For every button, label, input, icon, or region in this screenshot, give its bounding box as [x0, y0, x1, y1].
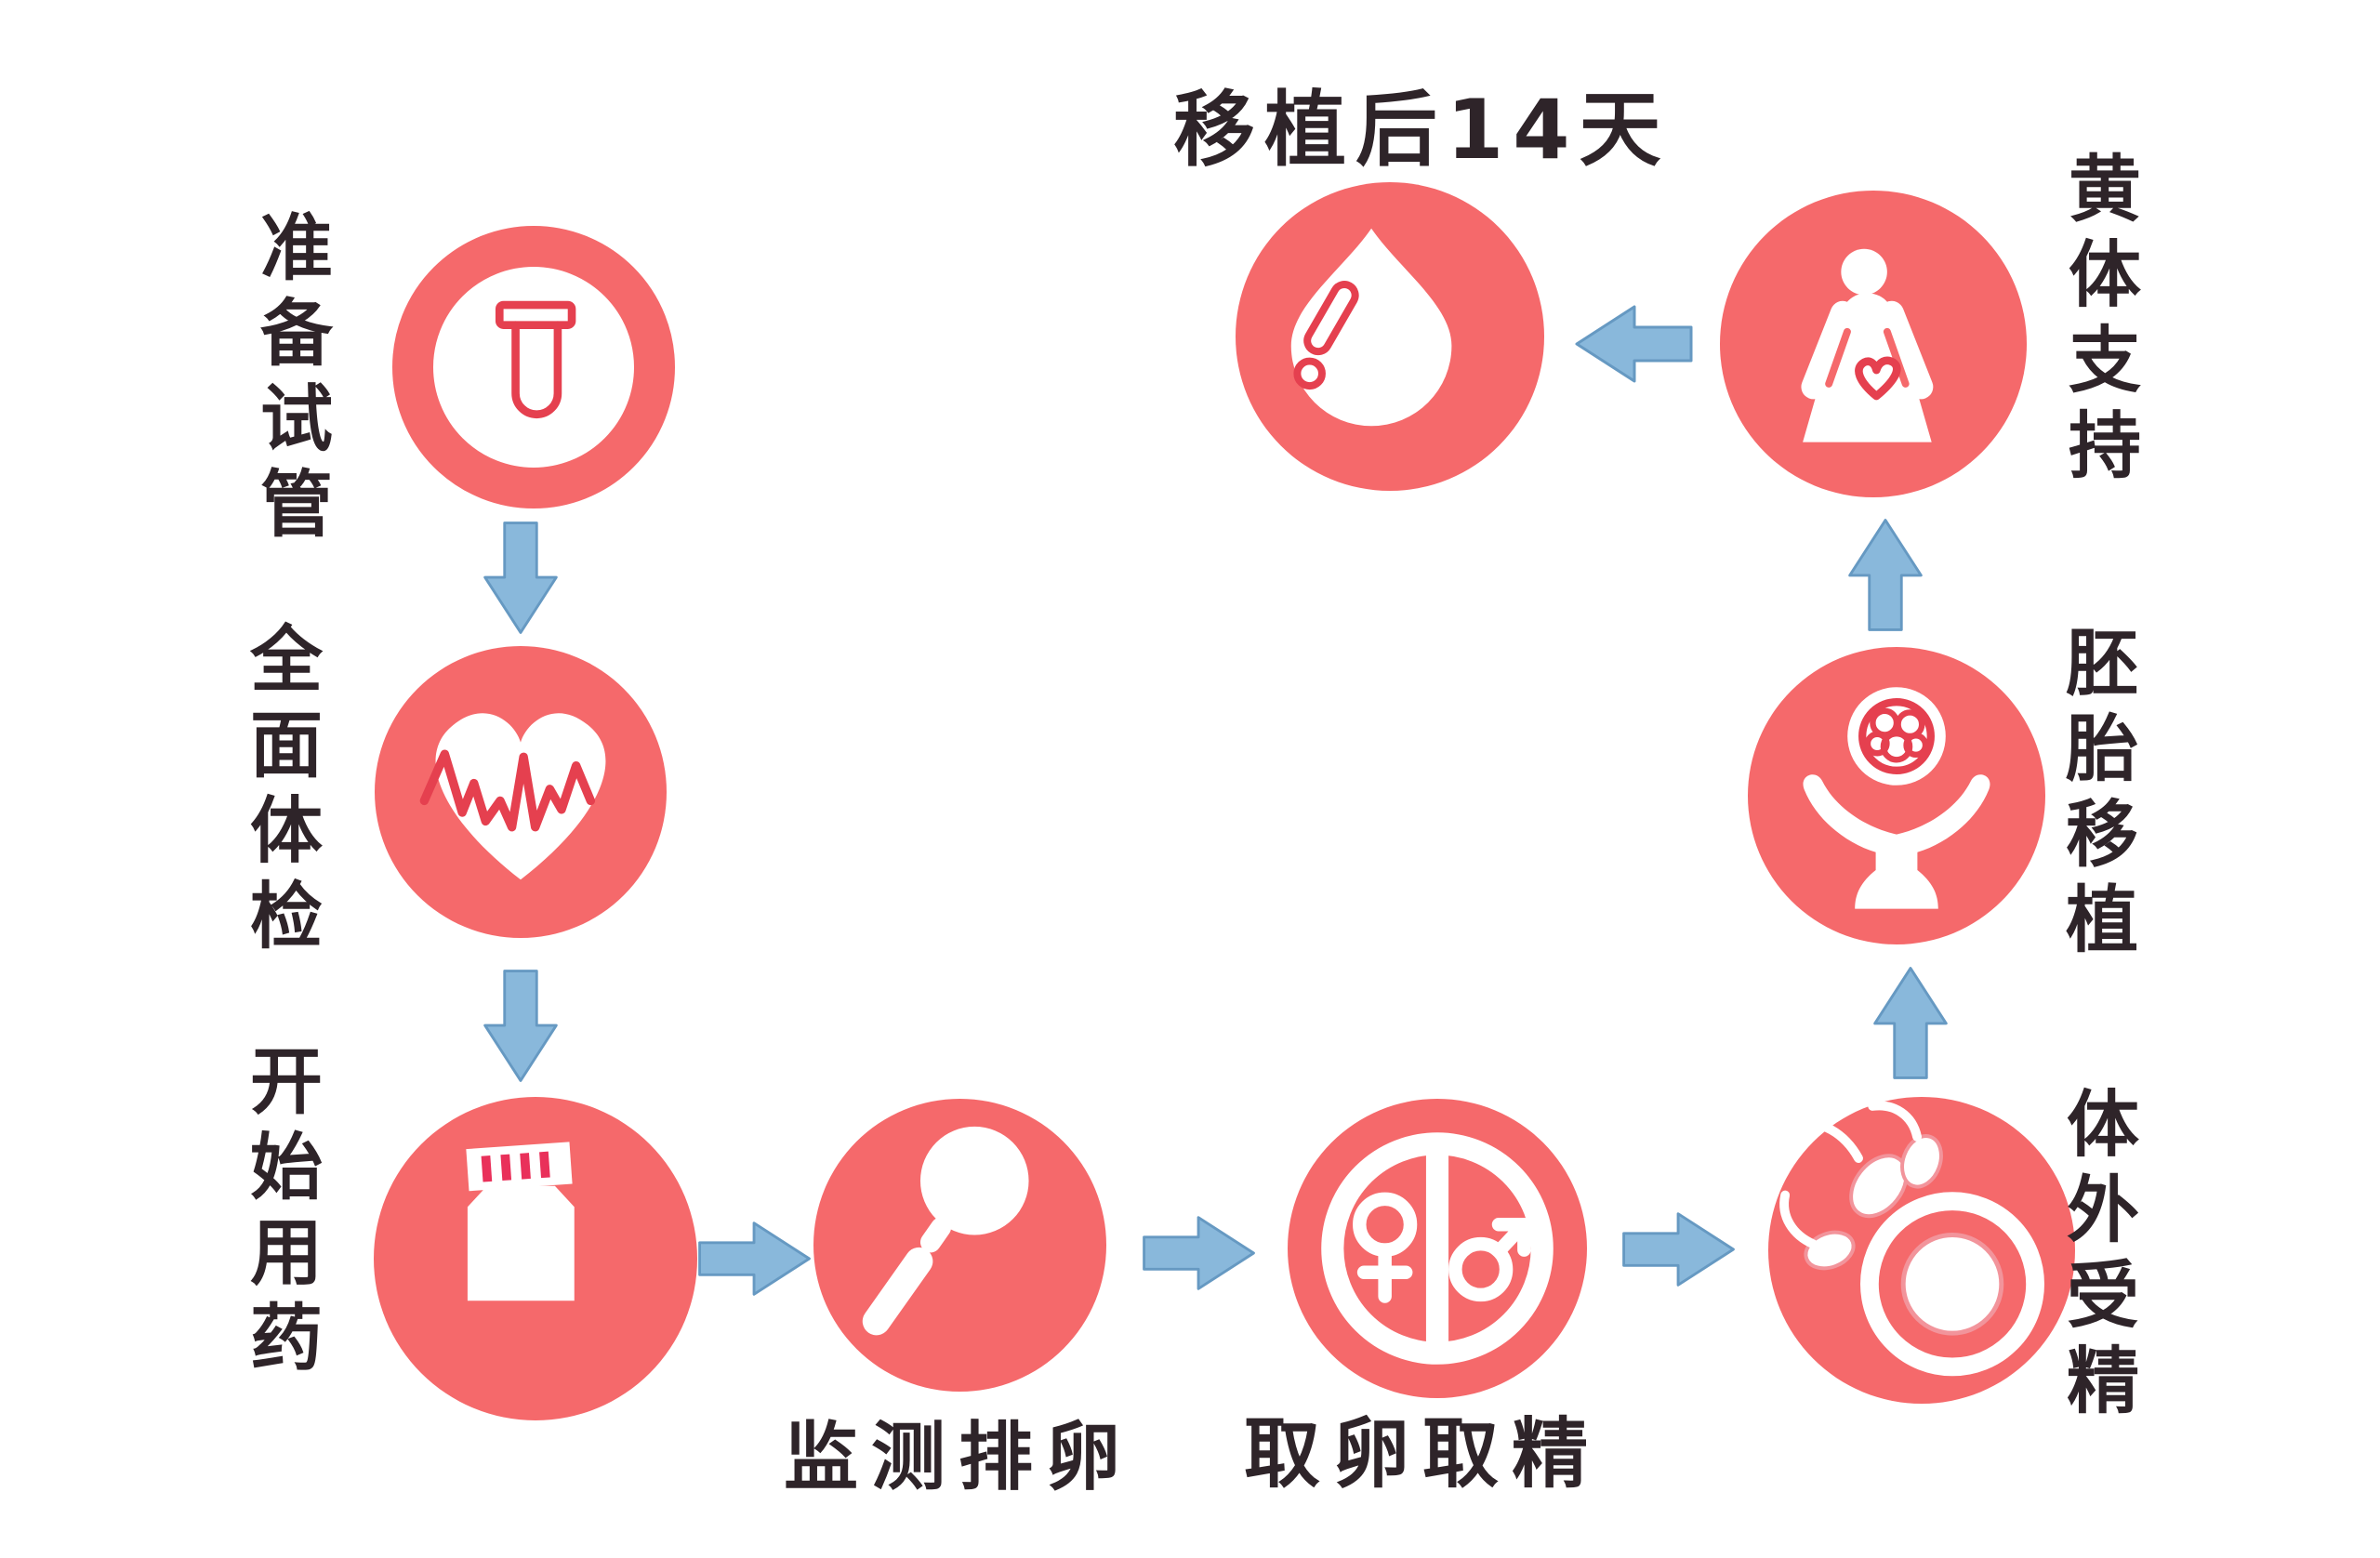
- magnifier-icon: [862, 1126, 1029, 1336]
- step-circle-start-medication: [374, 1097, 697, 1420]
- arrow-checkup-to-medication: [480, 963, 562, 1089]
- step-circle-prepare-ivf: [392, 226, 675, 508]
- heart-ekg-icon: [419, 713, 606, 880]
- block-arrow-down-icon: [478, 520, 563, 637]
- blood-drop-icon: [1290, 228, 1452, 427]
- step-circle-ivf-fertilization: [1768, 1097, 2075, 1404]
- arrow-monitor-to-retrieval: [1140, 1210, 1259, 1296]
- step-label-luteal-support: 黄体支持: [2056, 151, 2140, 493]
- step-label-egg-sperm-retrieval: 取卵取精: [1244, 1410, 1602, 1499]
- step-label-start-medication: 开始用药: [238, 1043, 322, 1385]
- block-arrow-right-icon: [1620, 1207, 1738, 1292]
- arrow-retrieval-to-ivf: [1620, 1207, 1739, 1292]
- test-tube-icon: [495, 300, 576, 419]
- arrow-ivf-to-transfer: [1870, 957, 1951, 1088]
- pregnant-woman-icon: [1801, 248, 1934, 442]
- step-label-prepare-ivf: 准备试管: [248, 209, 332, 551]
- sperm-egg-icon: [1779, 1101, 2044, 1377]
- arrow-medication-to-monitor: [699, 1216, 811, 1301]
- step-circle-monitor-ovulation: [813, 1099, 1106, 1392]
- male-female-icon: [1321, 1132, 1554, 1365]
- step-circle-luteal-support: [1720, 191, 2027, 497]
- arrow-prepare-to-checkup: [480, 517, 562, 640]
- block-arrow-right-icon: [696, 1216, 813, 1301]
- step-label-ivf-fertilization: 体外受精: [2055, 1086, 2138, 1428]
- step-circle-egg-sperm-retrieval: [1288, 1099, 1587, 1398]
- step-label-monitor-ovulation: 监测排卵: [784, 1414, 1133, 1500]
- step-circle-day14-after-transfer: [1236, 182, 1544, 491]
- block-arrow-up-icon: [1843, 516, 1928, 633]
- step-label-day14-after-transfer: 移植后14天: [1173, 82, 1671, 178]
- block-arrow-down-icon: [478, 968, 563, 1085]
- medicine-bottle-icon: [466, 1142, 575, 1301]
- block-arrow-up-icon: [1868, 964, 1953, 1081]
- arrow-transfer-to-luteal: [1844, 509, 1926, 640]
- block-arrow-right-icon: [1141, 1210, 1258, 1296]
- block-arrow-left-icon: [1567, 299, 1700, 389]
- step-circle-embryo-transfer: [1748, 647, 2045, 944]
- step-label-full-checkup: 全面体检: [238, 621, 322, 963]
- hands-embryo-icon: [1803, 687, 1990, 909]
- step-label-embryo-transfer: 胚胎移植: [2054, 625, 2137, 967]
- step-circle-full-checkup: [375, 646, 667, 938]
- arrow-luteal-to-day14: [1564, 299, 1703, 389]
